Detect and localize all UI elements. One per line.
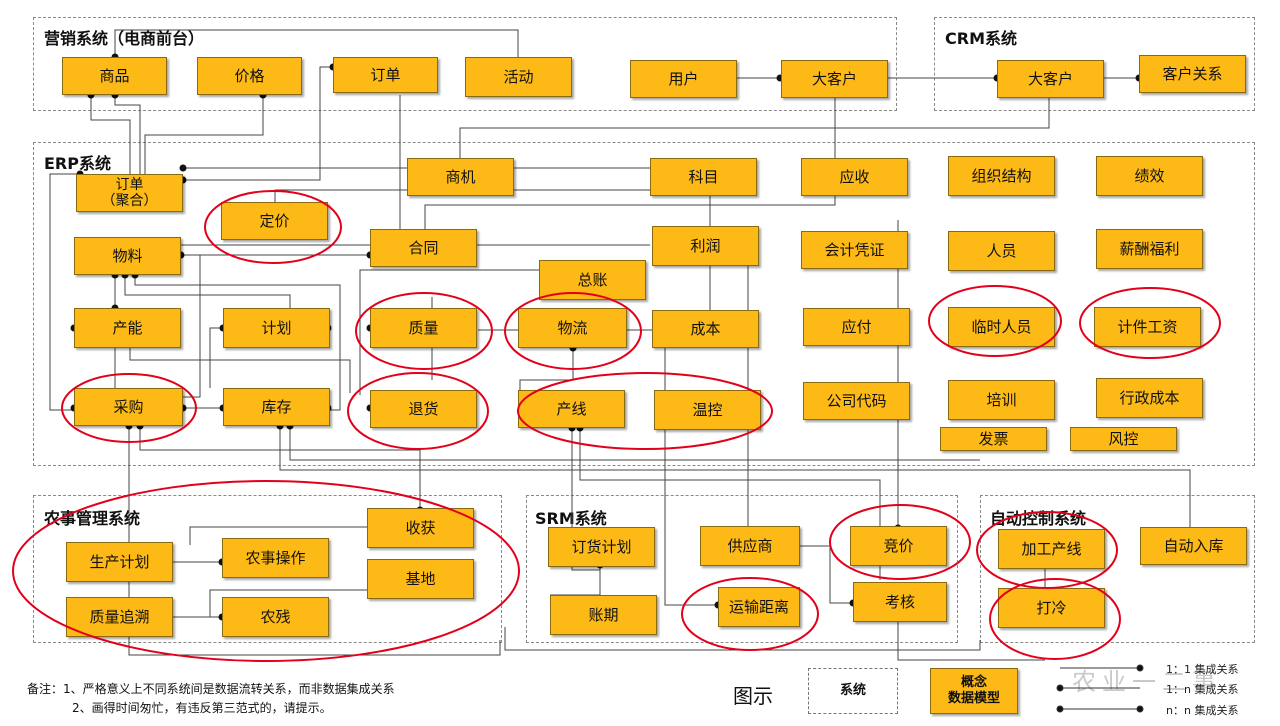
system-agri [33, 495, 502, 643]
entity-customer-relation[interactable]: 客户关系 [1139, 55, 1246, 93]
entity-big-customer-crm[interactable]: 大客户 [997, 60, 1104, 98]
highlight-logistics [504, 292, 642, 370]
legend-rel-n-n: n：n 集成关系 [1166, 704, 1239, 717]
entity-plan[interactable]: 计划 [223, 308, 330, 348]
entity-receivable[interactable]: 应收 [801, 158, 908, 196]
legend-system-box: 系统 [808, 668, 898, 714]
entity-price[interactable]: 价格 [197, 57, 302, 95]
entity-performance[interactable]: 绩效 [1096, 156, 1203, 196]
highlight-line-temp [517, 372, 773, 450]
system-marketing [33, 17, 897, 111]
entity-pricing[interactable]: 定价 [221, 202, 328, 240]
entity-return[interactable]: 退货 [370, 390, 477, 428]
system-crm-title: CRM系统 [943, 25, 1019, 49]
entity-cost[interactable]: 成本 [652, 310, 759, 348]
system-srm [526, 495, 958, 643]
entity-order[interactable]: 订单 [333, 57, 438, 93]
entity-risk-control[interactable]: 风控 [1070, 427, 1177, 451]
highlight-piece-wage [1079, 287, 1221, 359]
system-erp-title: ERP系统 [42, 150, 113, 174]
entity-capacity[interactable]: 产能 [74, 308, 181, 348]
entity-activity[interactable]: 活动 [465, 57, 572, 97]
entity-supplier[interactable]: 供应商 [700, 526, 800, 566]
entity-opportunity[interactable]: 商机 [407, 158, 514, 196]
entity-pre-cooling[interactable]: 打冷 [998, 588, 1105, 628]
entity-inventory[interactable]: 库存 [223, 388, 330, 426]
entity-contract[interactable]: 合同 [370, 229, 477, 267]
highlight-return [347, 372, 489, 450]
entity-production-line[interactable]: 产线 [518, 390, 625, 428]
entity-payment-term[interactable]: 账期 [550, 595, 657, 635]
entity-org-structure[interactable]: 组织结构 [948, 156, 1055, 196]
entity-purchase[interactable]: 采购 [74, 388, 183, 426]
entity-payable[interactable]: 应付 [803, 308, 910, 346]
legend-title: 图示 [733, 684, 773, 708]
entity-transport-distance[interactable]: 运输距离 [718, 587, 800, 627]
highlight-agri [12, 480, 520, 662]
entity-temporary-staff[interactable]: 临时人员 [948, 307, 1055, 347]
entity-ledger[interactable]: 总账 [539, 260, 646, 300]
entity-staff[interactable]: 人员 [948, 231, 1055, 271]
legend-entity-box: 概念 数据模型 [930, 668, 1018, 714]
system-erp [33, 142, 1255, 466]
legend-rel-one-one: 1：1 集成关系 [1166, 663, 1239, 676]
entity-base[interactable]: 基地 [367, 559, 474, 599]
highlight-quality [355, 292, 493, 370]
entity-order-aggregate[interactable]: 订单 （聚合） [76, 174, 183, 212]
entity-farm-operation[interactable]: 农事操作 [222, 538, 329, 578]
system-srm-title: SRM系统 [533, 505, 609, 529]
entity-material[interactable]: 物料 [74, 237, 181, 275]
entity-quality-trace[interactable]: 质量追溯 [66, 597, 173, 637]
entity-harvest[interactable]: 收获 [367, 508, 474, 548]
highlight-pre-cooling [989, 578, 1121, 660]
entity-quality[interactable]: 质量 [370, 308, 477, 348]
system-auto-title: 自动控制系统 [988, 505, 1089, 529]
entity-user[interactable]: 用户 [630, 60, 737, 98]
highlight-bidding [829, 504, 971, 580]
highlight-distance [681, 577, 819, 651]
entity-profit[interactable]: 利润 [652, 226, 759, 266]
entity-piece-wage[interactable]: 计件工资 [1094, 307, 1201, 347]
entity-bidding[interactable]: 竞价 [850, 526, 947, 566]
watermark: 农业一二事 [1072, 668, 1222, 696]
entity-processing-line[interactable]: 加工产线 [998, 529, 1105, 569]
entity-production-plan[interactable]: 生产计划 [66, 542, 173, 582]
entity-training[interactable]: 培训 [948, 380, 1055, 420]
system-marketing-title: 营销系统（电商前台） [42, 25, 207, 49]
entity-order-plan[interactable]: 订货计划 [548, 527, 655, 567]
entity-salary-benefits[interactable]: 薪酬福利 [1096, 229, 1203, 269]
system-crm [934, 17, 1255, 111]
note-line-2: 2、画得时间匆忙，有违反第三范式的，请提示。 [72, 701, 332, 715]
highlight-purchase [61, 373, 197, 443]
system-auto [980, 495, 1255, 643]
entity-auto-storage[interactable]: 自动入库 [1140, 527, 1247, 565]
highlight-processing-line [976, 511, 1118, 589]
highlight-pricing [204, 190, 342, 264]
entity-logistics[interactable]: 物流 [518, 308, 627, 348]
entity-invoice[interactable]: 发票 [940, 427, 1047, 451]
entity-company-code[interactable]: 公司代码 [803, 382, 910, 420]
highlight-temp-staff [928, 285, 1062, 357]
entity-temperature-control[interactable]: 温控 [654, 390, 761, 430]
entity-goods[interactable]: 商品 [62, 57, 167, 95]
legend-rel-one-n: 1：n 集成关系 [1166, 683, 1239, 696]
entity-subject[interactable]: 科目 [650, 158, 757, 196]
entity-assessment[interactable]: 考核 [853, 582, 947, 622]
entity-admin-cost[interactable]: 行政成本 [1096, 378, 1203, 418]
note-line-1: 备注：1、严格意义上不同系统间是数据流转关系，而非数据集成关系 [27, 682, 395, 696]
entity-accounting-voucher[interactable]: 会计凭证 [801, 231, 908, 269]
system-agri-title: 农事管理系统 [42, 505, 143, 529]
entity-big-customer-marketing[interactable]: 大客户 [781, 60, 888, 98]
entity-pesticide-residue[interactable]: 农残 [222, 597, 329, 637]
